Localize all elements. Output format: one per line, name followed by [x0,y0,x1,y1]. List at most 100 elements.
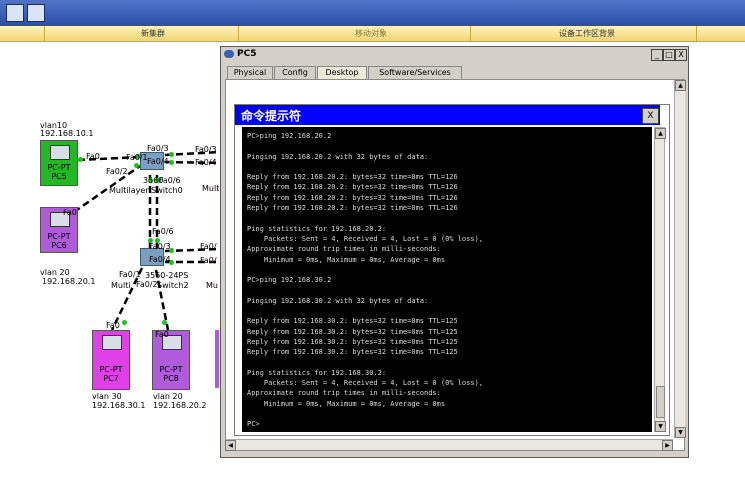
terminal-line: Packets: Sent = 4, Received = 4, Lost = … [247,234,484,243]
pc8-device[interactable]: PC-PT PC8 [152,330,190,390]
window-vertical-scrollbar[interactable]: ▲ ▼ [674,80,686,438]
pc6-label: PC-PT PC6 [47,232,71,250]
pc5-device[interactable]: PC-PT PC5 [40,140,78,186]
link-up-indicator [155,238,160,243]
terminal-line: PC>ping 192.168.20.2 [247,132,332,140]
scroll-down-icon[interactable]: ▼ [675,427,686,438]
command-prompt-window: 命令提示符 X PC>ping 192.168.20.2 Pinging 192… [234,104,670,436]
terminal-scrollbar[interactable]: ▲ ▼ [654,127,666,432]
terminal-output[interactable]: PC>ping 192.168.20.2 Pinging 192.168.20.… [242,127,652,432]
partial-device [215,330,219,388]
switch0-port-label: Fa0/6 [159,176,181,185]
logical-view-icon[interactable] [6,4,24,22]
link-up-indicator [162,320,167,325]
link-switch2-pc7 [110,267,144,331]
window-horizontal-scrollbar[interactable]: ◀ ▶ [225,439,673,451]
minimize-button[interactable]: _ [651,49,663,61]
switch2-port-label: Fa0/2 [136,280,158,289]
switch0-port-label: Fa0/4 [147,157,169,166]
close-button[interactable]: X [675,49,687,61]
link-up-indicator [148,238,153,243]
switch2-port-label: Fa0/3 [149,242,171,251]
command-prompt-close-button[interactable]: X [642,108,659,124]
maximize-button[interactable]: □ [663,49,675,61]
right-device-label: Mult [202,184,220,193]
tab-physical[interactable]: Physical [227,66,273,80]
terminal-line: Approximate round trip times in milli-se… [247,245,441,254]
switch2-name-label: Switch2 [157,281,189,290]
scroll-down-icon[interactable]: ▼ [655,421,666,432]
pc-monitor-icon [162,335,182,350]
link-up-indicator [78,157,83,162]
scroll-left-icon[interactable]: ◀ [225,440,236,451]
physical-view-icon[interactable] [27,4,45,22]
pc8-ip-label: 192.168.20.2 [153,401,207,410]
switch0-port-label: Fa0/1 [126,153,148,162]
switch2-name-label: Multi [111,281,131,290]
terminal-line: Packets: Sent = 4, Received = 4, Lost = … [247,379,484,388]
terminal-line: PC>ping 192.168.30.2 [247,276,332,285]
scroll-up-icon[interactable]: ▲ [655,128,666,139]
terminal-line: Reply from 192.168.20.2: bytes=32 time=0… [247,173,458,182]
window-titlebar[interactable]: PC5 _ □ X [221,47,688,62]
terminal-line [247,306,648,316]
pc-monitor-icon [50,145,70,160]
scroll-thumb[interactable] [656,386,665,418]
pc6-port-label: Fa0 [63,208,77,217]
terminal-line [247,409,648,419]
terminal-line: PC> [247,420,260,429]
link-pc6-switch0 [73,164,141,214]
right-device-label: Mu [206,281,218,290]
switch0-port-label: Fa0/2 [106,167,128,176]
pc-monitor-icon [50,212,70,227]
link-switch0-right-a [164,150,221,157]
pc7-device[interactable]: PC-PT PC7 [92,330,130,390]
terminal-line [247,358,648,368]
tab-config[interactable]: Config [274,66,316,80]
pc5-ip-label: 192.168.10.1 [40,129,94,138]
switch2-port-label: Fa0/6 [152,227,174,236]
command-prompt-titlebar[interactable]: 命令提示符 [235,105,660,125]
pc8-label: PC-PT PC8 [159,365,183,383]
pc5-vlan-label: vlan10 [40,121,68,130]
pc-monitor-icon [102,335,122,350]
terminal-line [247,285,648,295]
terminal-line: Minimum = 0ms, Maximum = 0ms, Average = … [247,255,446,264]
switch0-model-label: 3560 [143,176,164,185]
workspace-background-button[interactable]: 设备工作区背景 [559,29,615,38]
pc7-ip-label: 192.168.30.1 [92,401,146,410]
app-toolbar [0,0,745,26]
link-switch0-right-b [164,160,221,165]
pc7-vlan-label: vlan 30 [92,392,122,401]
switch0-name-label: Multilayer Switch0 [109,186,183,195]
terminal-line: Reply from 192.168.30.2: bytes=32 time=0… [247,327,458,336]
command-prompt-title: 命令提示符 [241,109,302,123]
pc5-port-label: Fa0 [86,152,100,161]
terminal-line: Reply from 192.168.30.2: bytes=32 time=0… [247,348,458,357]
terminal-line: Reply from 192.168.30.2: bytes=32 time=0… [247,317,458,326]
switch2-port-label: Fa0/1 [119,270,141,279]
link-up-indicator [169,248,174,253]
tab-desktop[interactable]: Desktop [317,66,367,79]
pc8-port-label: Fa0 [155,330,169,339]
right-port-label: Fa0/ [200,242,217,251]
link-up-indicator [122,320,127,325]
scroll-right-icon[interactable]: ▶ [662,440,673,451]
pc6-device[interactable]: PC-PT PC6 [40,207,78,253]
pc7-port-label: Fa0 [106,321,120,330]
terminal-line: Approximate round trip times in milli-se… [247,389,441,398]
multilayer-switch2-icon[interactable] [140,248,164,266]
pc7-label: PC-PT PC7 [99,365,123,383]
terminal-line: Minimum = 0ms, Maximum = 0ms, Average = … [247,399,446,408]
terminal-line: Pinging 192.168.20.2 with 32 bytes of da… [247,152,429,161]
link-up-indicator [169,260,174,265]
switch0-port-label: Fa0/3 [147,144,169,153]
link-up-indicator [155,178,160,183]
terminal-line: Ping statistics for 192.168.30.2: [247,368,387,377]
scroll-up-icon[interactable]: ▲ [675,80,686,91]
move-object-button[interactable]: 移动对象 [355,29,387,38]
tab-software-services[interactable]: Software/Services [368,66,462,80]
multilayer-switch0-icon[interactable] [140,152,164,170]
new-cluster-button[interactable]: 新集群 [141,29,165,38]
